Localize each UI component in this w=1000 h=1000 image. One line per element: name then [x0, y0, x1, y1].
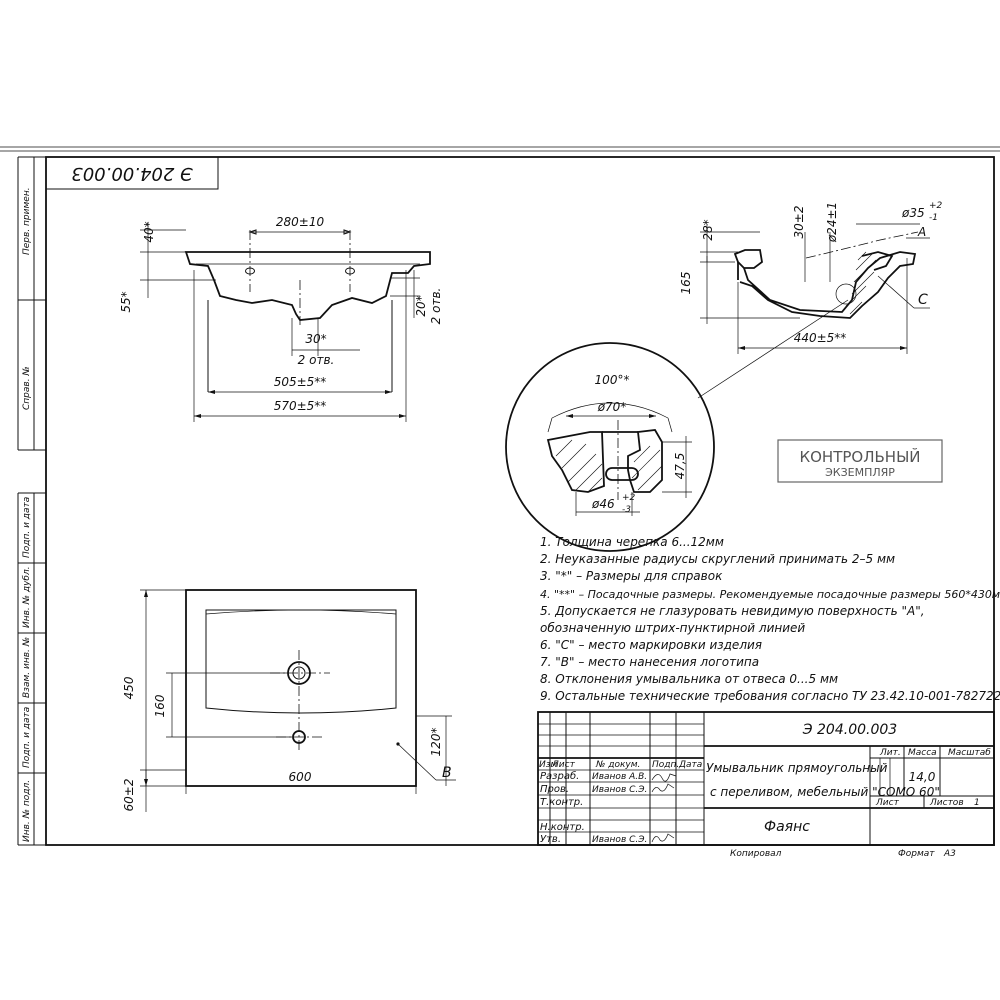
scale-label: Масштаб	[948, 748, 991, 758]
th-izm: Изм	[539, 760, 558, 770]
sheet-footer: Копировал Формат А3	[730, 849, 956, 859]
tb-name-5: Иванов С.Э.	[592, 835, 647, 845]
tb-role-1: Пров.	[540, 784, 569, 795]
control-copy-stamp: КОНТРОЛЬНЫЙ ЭКЗЕМПЛЯР	[777, 439, 943, 483]
dim-570: 570±5**	[274, 399, 327, 413]
th-sign: Подп.	[652, 760, 679, 770]
label-a: A	[917, 225, 926, 239]
note-5b: обозначенную штрих-пунктирной линией	[540, 621, 805, 635]
note-3: 3. "*" – Размеры для справок	[540, 569, 723, 583]
copied-label: Копировал	[730, 849, 782, 859]
note-8: 8. Отклонения умывальника от отвеса 0...…	[540, 672, 838, 686]
dim-30-holes: 2 отв.	[298, 353, 335, 367]
format-label: Формат	[898, 849, 935, 859]
th-doc: № докум.	[595, 760, 640, 770]
plan-view: 450 160 60±2 600 120* B	[122, 589, 456, 812]
dim-40: 40*	[142, 221, 156, 242]
detail-view: 100°* ø70* 47,5 ø46 +2 -3	[505, 342, 715, 552]
tb-role-0: Разраб.	[540, 770, 579, 782]
dim-d35-tol-up: +2	[929, 201, 943, 211]
strip-label-perv-primen: Перв. примен.	[22, 187, 32, 255]
label-b: B	[442, 765, 452, 781]
dim-30: 30*	[305, 332, 326, 346]
dim-60: 60±2	[122, 779, 136, 812]
strip-label-sprav: Справ. №	[22, 366, 32, 410]
tb-role-4: Н.контр.	[540, 822, 585, 833]
note-2: 2. Неуказанные радиусы скруглений приним…	[540, 552, 895, 566]
dim-600: 600	[289, 770, 312, 784]
title-line2: с переливом, мебельный "COMO 60"	[710, 785, 940, 799]
dim-20: 20*	[414, 295, 428, 316]
dim-440: 440±5**	[794, 331, 847, 345]
label-c: C	[918, 292, 928, 308]
technical-notes: 1. Толщина черепка 6...12мм 2. Неуказанн…	[540, 535, 1000, 703]
dim-d24: ø24±1	[825, 202, 839, 243]
stamp-line2: ЭКЗЕМПЛЯР	[825, 466, 895, 479]
dim-d35-tol-dn: -1	[929, 213, 938, 223]
mirrored-code: Э 204.00.003	[71, 163, 193, 184]
sheet-label: Лист	[875, 798, 900, 808]
section-view: 28* 30±2 ø24±1 ø35 +2 -1 A 165 C 440±5**	[679, 201, 943, 399]
tb-role-5: Утв.	[540, 834, 561, 845]
th-list: Лист	[551, 760, 576, 770]
dim-28: 28*	[701, 219, 715, 240]
mass-value: 14,0	[909, 770, 936, 784]
strip-label-podp-data-1: Подп. и дата	[22, 497, 32, 558]
dim-450: 450	[122, 676, 136, 699]
strip-label-podp-data-2: Подп. и дата	[22, 707, 32, 768]
strip-label-vzam-inv: Взам. инв. №	[22, 637, 32, 698]
material: Фаянс	[764, 819, 810, 835]
note-4: 4. "**" – Посадочные размеры. Рекомендуе…	[540, 588, 1000, 601]
format-value: А3	[943, 849, 956, 859]
tb-name-1: Иванов С.Э.	[592, 785, 647, 795]
th-date: Дата	[678, 760, 702, 770]
sheets-label: Листов	[929, 798, 964, 808]
tb-role-2: Т.контр.	[540, 797, 583, 808]
dim-d35: ø35	[901, 206, 925, 220]
note-6: 6. "C" – место маркировки изделия	[540, 638, 762, 652]
strip-label-inv-podl: Инв. № подл.	[22, 780, 32, 842]
dim-d70: ø70*	[597, 400, 627, 414]
dim-165: 165	[679, 272, 693, 295]
dim-505: 505±5**	[274, 375, 327, 389]
dim-280: 280±10	[276, 215, 325, 229]
note-7: 7. "B" – место нанесения логотипа	[540, 655, 759, 669]
mirrored-code-box: Э 204.00.003	[45, 156, 219, 190]
sheet-frame	[0, 146, 1000, 846]
signature-1	[651, 773, 677, 782]
mass-label: Масса	[908, 748, 937, 758]
note-1: 1. Толщина черепка 6...12мм	[540, 535, 724, 549]
dim-120: 120*	[429, 728, 443, 757]
stamp-line1: КОНТРОЛЬНЫЙ	[799, 447, 920, 466]
dim-47-5: 47,5	[673, 453, 687, 480]
left-strip-labels: Перв. примен. Справ. № Подп. и дата Инв.…	[22, 187, 32, 842]
dim-d46-tol-up: +2	[622, 493, 636, 503]
signature-2	[651, 783, 675, 793]
dim-20-holes: 2 отв.	[429, 288, 443, 325]
front-view: 280±10 40* 55* 20* 2 отв. 30* 2 отв. 505…	[119, 215, 443, 422]
title-block: Э 204.00.003 Изм Лист № докум. Подп. Дат…	[537, 711, 995, 846]
note-5: 5. Допускается не глазуровать невидимую …	[540, 604, 925, 618]
signature-3	[651, 833, 675, 843]
strip-label-inv-dubl: Инв. № дубл.	[22, 566, 32, 628]
dim-160: 160	[153, 694, 167, 717]
dim-30-2: 30±2	[792, 206, 806, 239]
note-9: 9. Остальные технические требования согл…	[540, 689, 1000, 703]
dim-d46: ø46	[591, 497, 615, 511]
tb-name-0: Иванов А.В.	[592, 772, 647, 782]
dim-100deg: 100°*	[595, 373, 630, 387]
lit-label: Лит.	[879, 748, 901, 758]
title-line1: Умывальник прямоугольный	[706, 761, 888, 775]
sheets-count: 1	[974, 798, 980, 808]
title-code: Э 204.00.003	[802, 722, 897, 738]
dim-d46-tol-dn: -3	[622, 505, 631, 515]
dim-55: 55*	[119, 291, 133, 312]
